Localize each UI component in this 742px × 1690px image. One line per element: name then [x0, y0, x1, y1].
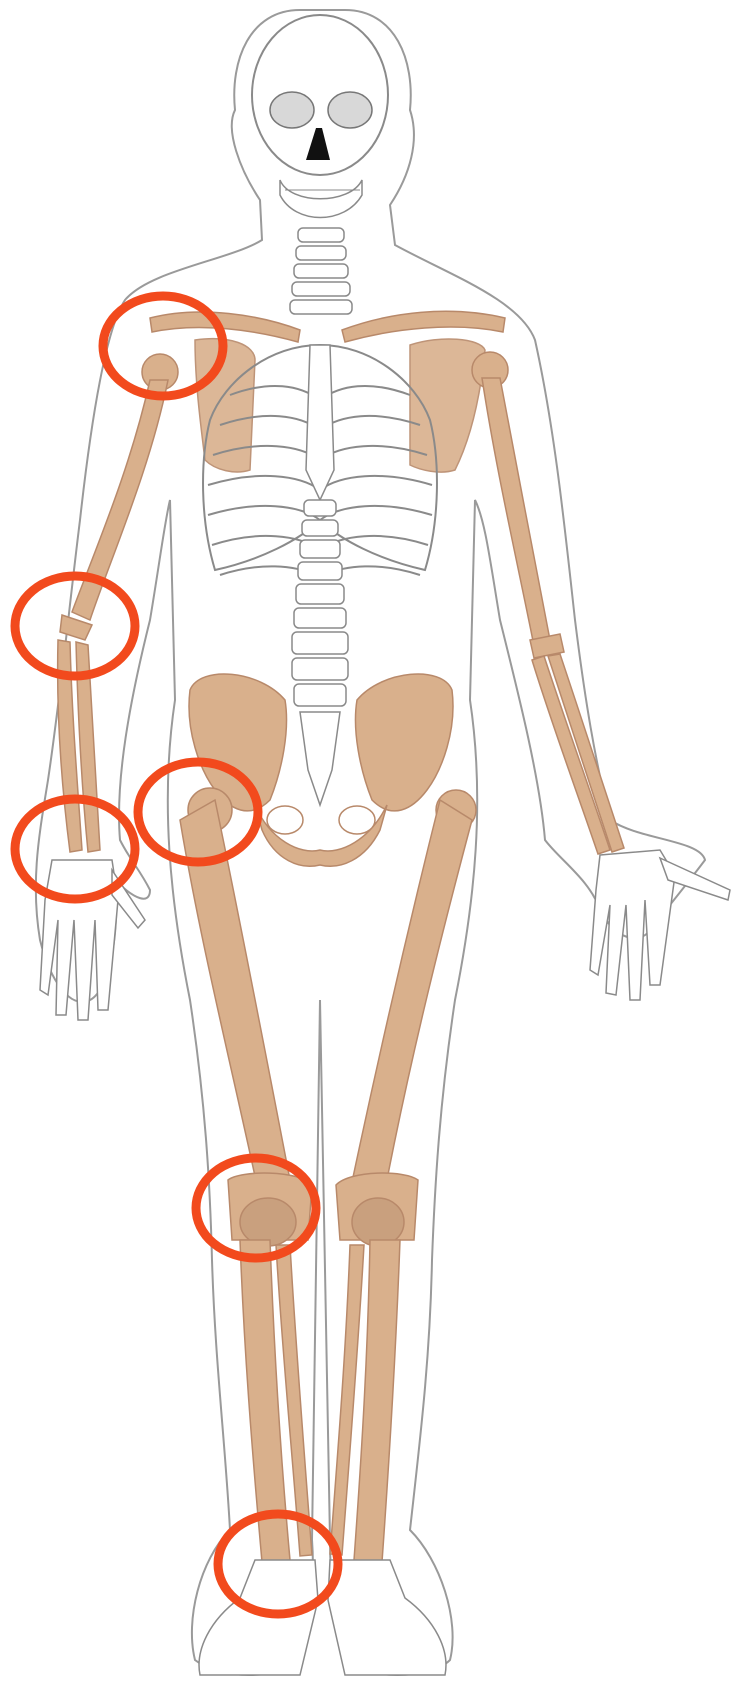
feet — [199, 1560, 446, 1675]
cervical-spine — [290, 228, 352, 314]
sternum — [306, 345, 334, 500]
scapulae — [195, 339, 485, 472]
hands — [40, 850, 730, 1020]
skull — [252, 15, 388, 218]
femurs — [180, 788, 476, 1190]
clavicles — [150, 311, 505, 342]
lumbar-spine — [292, 500, 348, 805]
